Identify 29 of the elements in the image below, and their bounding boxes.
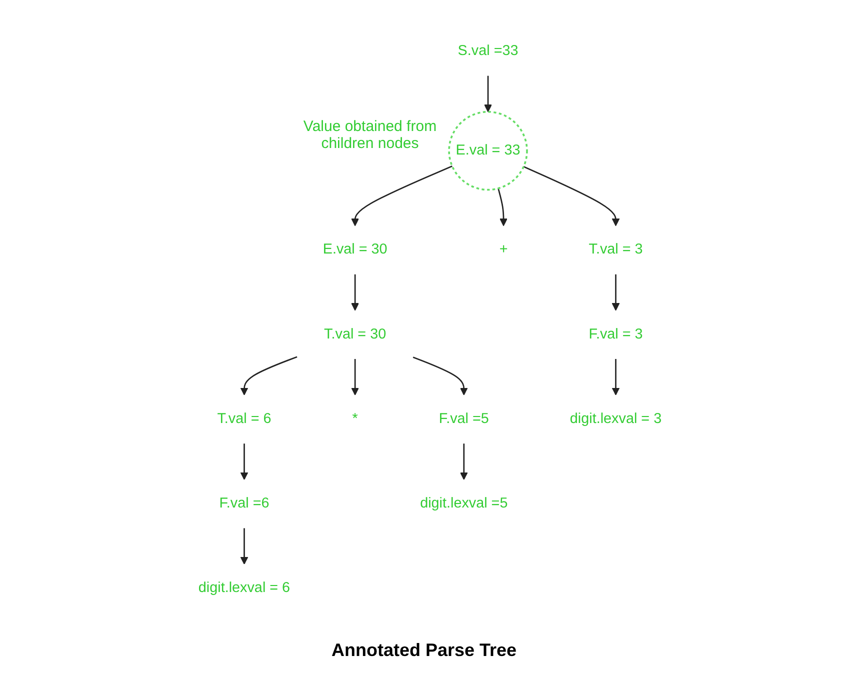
node-text: * xyxy=(352,411,358,426)
node-text: S.val =33 xyxy=(458,43,518,59)
arrow xyxy=(240,356,298,396)
node-text: T.val = 6 xyxy=(217,411,272,426)
node-text: digit.lexval = 3 xyxy=(570,411,662,426)
arrow xyxy=(240,444,248,480)
node-text: F.val =5 xyxy=(438,411,489,426)
node-text: digit.lexval =5 xyxy=(420,496,508,512)
arrow xyxy=(498,188,508,226)
arrow xyxy=(612,358,620,396)
node-text: F.val =6 xyxy=(219,496,270,512)
arrow xyxy=(240,528,248,565)
arrow xyxy=(484,76,492,112)
node-text: F.val = 3 xyxy=(588,326,643,342)
node-text: digit.lexval = 6 xyxy=(198,580,290,596)
node-text: T.val = 3 xyxy=(588,242,643,258)
node-text: + xyxy=(499,242,508,258)
node-circle: E.val = 33 xyxy=(448,110,528,191)
arrow xyxy=(460,444,468,480)
arrow xyxy=(412,356,468,396)
annotation-note: Value obtained from children nodes xyxy=(302,118,438,152)
arrow xyxy=(351,358,360,396)
node-text: T.val = 30 xyxy=(324,326,386,342)
arrow xyxy=(351,166,452,226)
caption: Annotated Parse Tree xyxy=(330,640,518,661)
arrow xyxy=(523,166,620,226)
arrow xyxy=(612,274,620,311)
arrow xyxy=(351,274,360,311)
node-text: E.val = 30 xyxy=(322,242,388,258)
